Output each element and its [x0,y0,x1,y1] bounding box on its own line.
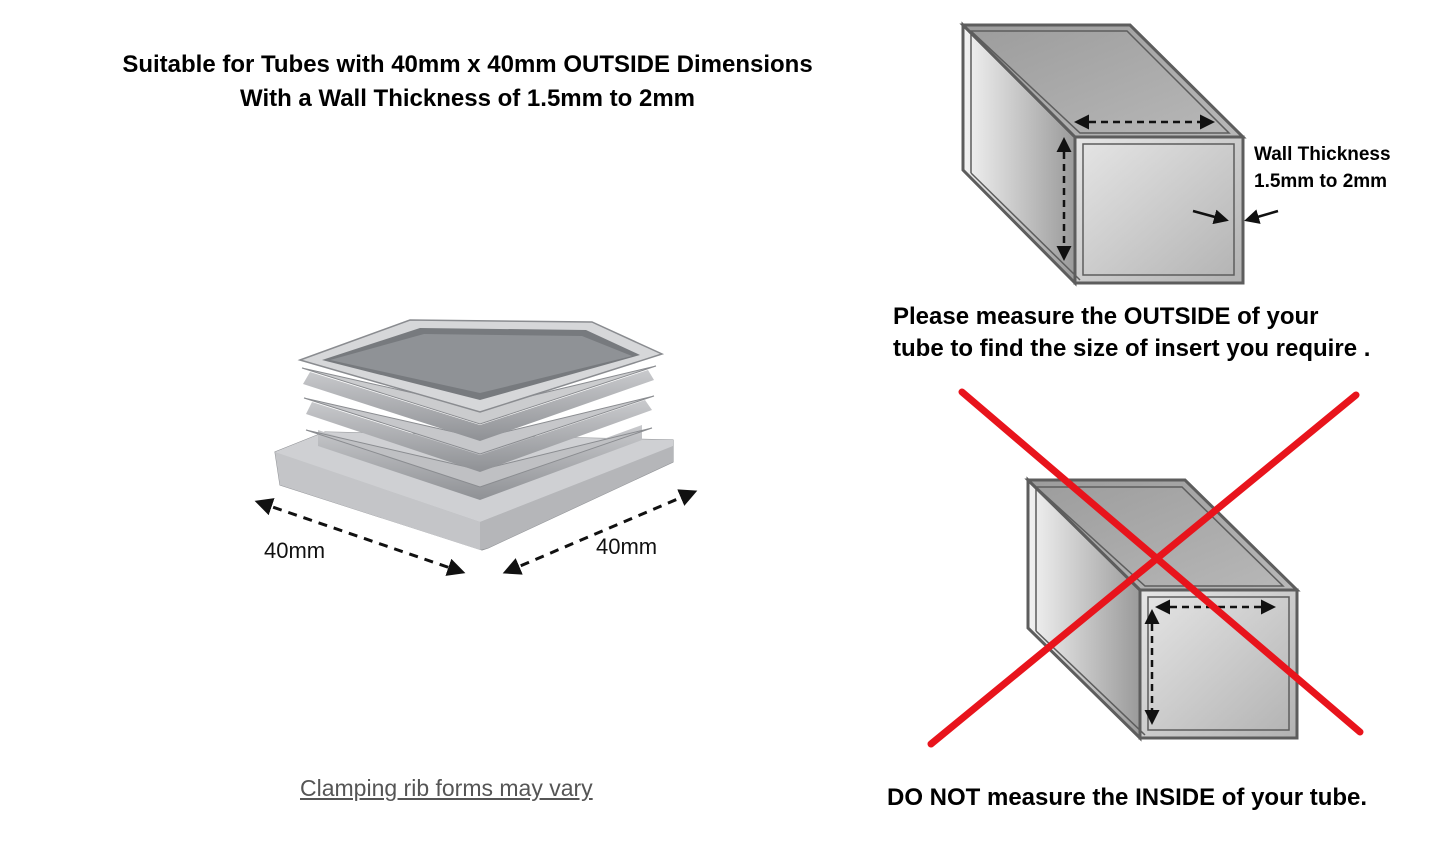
wall-thickness-range: 1.5mm to 2mm [1254,171,1388,192]
wall-arrow-inner [1192,209,1229,225]
instruction-line-1: Please measure the OUTSIDE of your [893,303,1319,330]
width-dimension-arrow [254,498,466,576]
measure-outside-instruction: Please measure the OUTSIDE of your tube … [893,301,1370,365]
rib-forms-note: Clamping rib forms may vary [300,775,593,801]
red-cross-stroke-1 [958,388,1364,736]
wall-thickness-title: Wall Thickness [1254,144,1391,165]
wall-thickness-label: Wall Thickness 1.5mm to 2mm [1254,141,1391,195]
page-title-line-2: With a Wall Thickness of 1.5mm to 2mm [240,85,695,112]
width-dimension-label: 40mm [264,538,326,563]
outside-measurement-diagram [959,21,1279,287]
inside-measurement-diagram [927,388,1364,748]
cap-rib-3 [303,370,654,441]
wall-arrow-outer [1244,209,1279,224]
red-cross-stroke-2 [927,391,1360,748]
instruction-line-2: tube to find the size of insert you requ… [893,335,1371,362]
depth-dimension-arrow [502,489,698,575]
tube-end-face [1073,135,1245,285]
end-cap-insert-photo [254,319,698,576]
depth-dimension-label: 40mm [596,534,658,559]
do-not-measure-inside-warning: DO NOT measure the INSIDE of your tube. [887,784,1368,811]
cap-rib-2 [306,400,652,472]
page-title-line-1: Suitable for Tubes with 40mm x 40mm OUTS… [122,51,813,78]
